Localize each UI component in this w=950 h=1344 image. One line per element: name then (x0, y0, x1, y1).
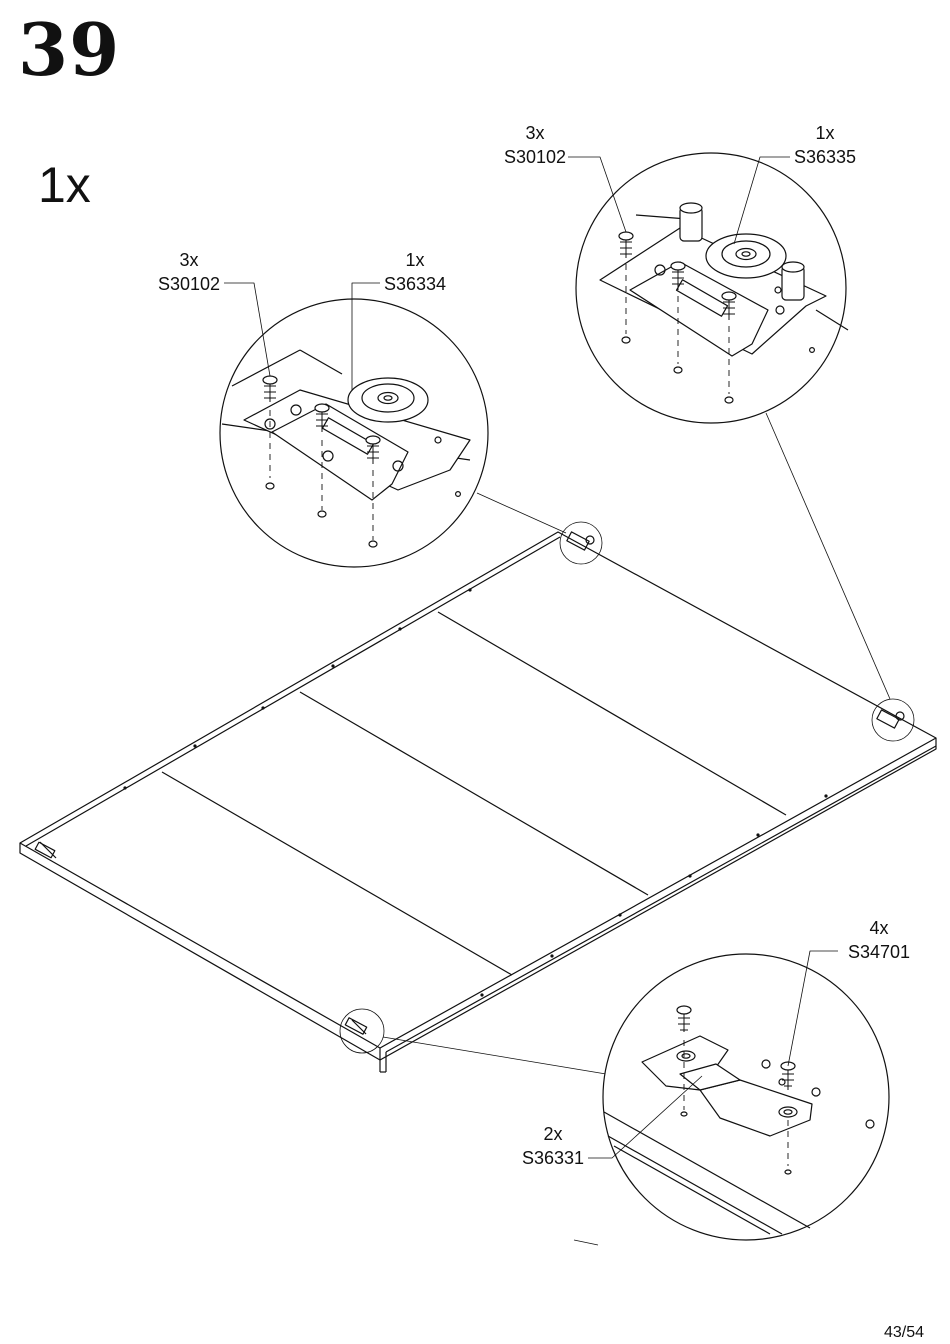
callout-part: S36335 (793, 147, 857, 167)
callout-part: S30102 (503, 147, 567, 167)
mini-hardware-front (34, 841, 57, 859)
callout-part: S30102 (157, 274, 221, 294)
callout-part: S34701 (847, 942, 911, 962)
callout-qty: 1x (815, 123, 835, 143)
bed-panel (19, 531, 937, 1073)
callout-caster-s36334: 1x S36334 (378, 248, 452, 296)
callout-screw-s34701: 4x S34701 (840, 916, 918, 964)
detail-circle-3 (602, 953, 890, 1241)
callout-part: S36331 (521, 1148, 585, 1168)
detail-circle-2 (575, 152, 849, 424)
callout-part: S36334 (383, 274, 447, 294)
callout-qty: 1x (405, 250, 425, 270)
step-number: 39 (18, 7, 121, 92)
detail-circle-1 (219, 298, 489, 568)
callout-qty: 4x (869, 918, 889, 938)
callout-caster-s36335: 1x S36335 (788, 121, 862, 169)
callout-qty: 3x (179, 250, 199, 270)
panel-quantity: 1x (38, 157, 91, 213)
callout-qty: 3x (525, 123, 545, 143)
page-number: 43/54 (883, 1324, 924, 1341)
mini-hardware-left (344, 1017, 368, 1035)
callout-screw-right: 3x S30102 (498, 121, 572, 169)
mini-hardware-back (566, 531, 595, 551)
mini-hardware-right (876, 709, 905, 729)
rail-holes (123, 588, 828, 997)
callout-qty: 2x (543, 1124, 563, 1144)
callout-bracket-s36331: 2x S36331 (514, 1122, 592, 1170)
callout-screw-left: 3x S30102 (152, 248, 226, 296)
